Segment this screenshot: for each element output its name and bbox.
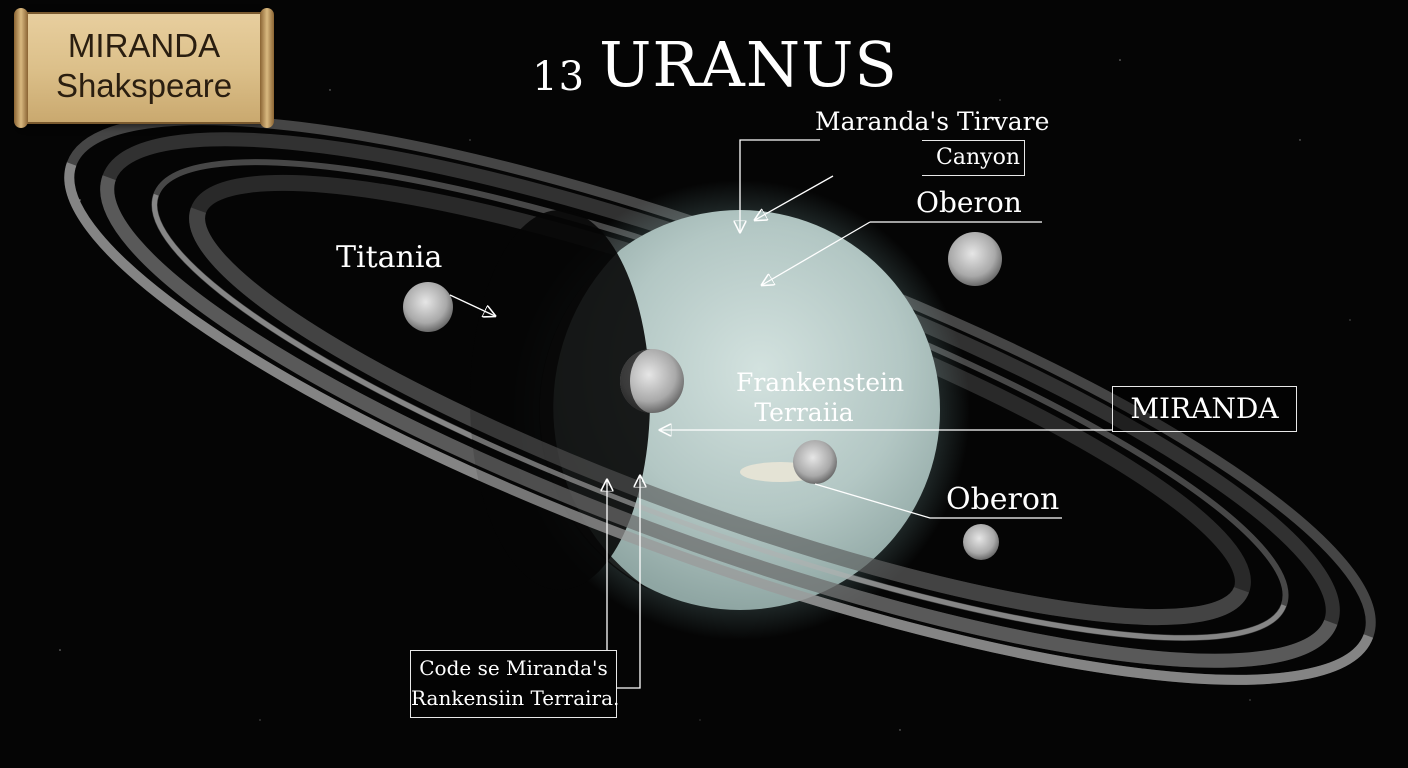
moon-small-center — [793, 440, 837, 484]
moon-oberon-bottom — [963, 524, 999, 560]
label-titania: Titania — [336, 240, 443, 275]
moon-oberon-top — [948, 232, 1002, 286]
frankenstein-line-2: Terraiia — [754, 398, 854, 427]
rings-front — [64, 162, 1374, 685]
starfield — [59, 59, 1351, 731]
moon-miranda-center — [620, 349, 684, 413]
label-maranda-tirvare: Maranda's Tirvare — [815, 107, 1050, 136]
label-code-box: Code se Miranda's Rankensiin Terraira. — [410, 650, 620, 718]
page-title: 13 URANUS — [0, 28, 1408, 101]
badge-line-1: MIRANDA — [67, 27, 221, 64]
badge-line-2: Shakspeare — [55, 67, 233, 104]
code-box-line-2: Rankensiin Terraira. — [411, 686, 620, 710]
leader-lines — [449, 139, 1112, 689]
moon-titania — [403, 282, 453, 332]
badge-text: MIRANDA Shakspeare — [32, 26, 256, 106]
title-number: 13 — [532, 54, 586, 100]
miranda-shakspeare-badge: MIRANDA Shakspeare — [14, 8, 274, 128]
label-oberon-top: Oberon — [916, 186, 1022, 219]
label-canyon: Canyon — [922, 140, 1025, 176]
title-text: URANUS — [599, 28, 898, 101]
label-oberon-bottom: Oberon — [946, 482, 1060, 517]
frankenstein-line-1: Frankenstein — [736, 368, 905, 397]
label-miranda-box: MIRANDA — [1112, 386, 1297, 432]
label-frankenstein-terrain: Frankenstein Terraiia — [736, 368, 905, 428]
code-box-line-1: Code se Miranda's — [419, 656, 608, 680]
